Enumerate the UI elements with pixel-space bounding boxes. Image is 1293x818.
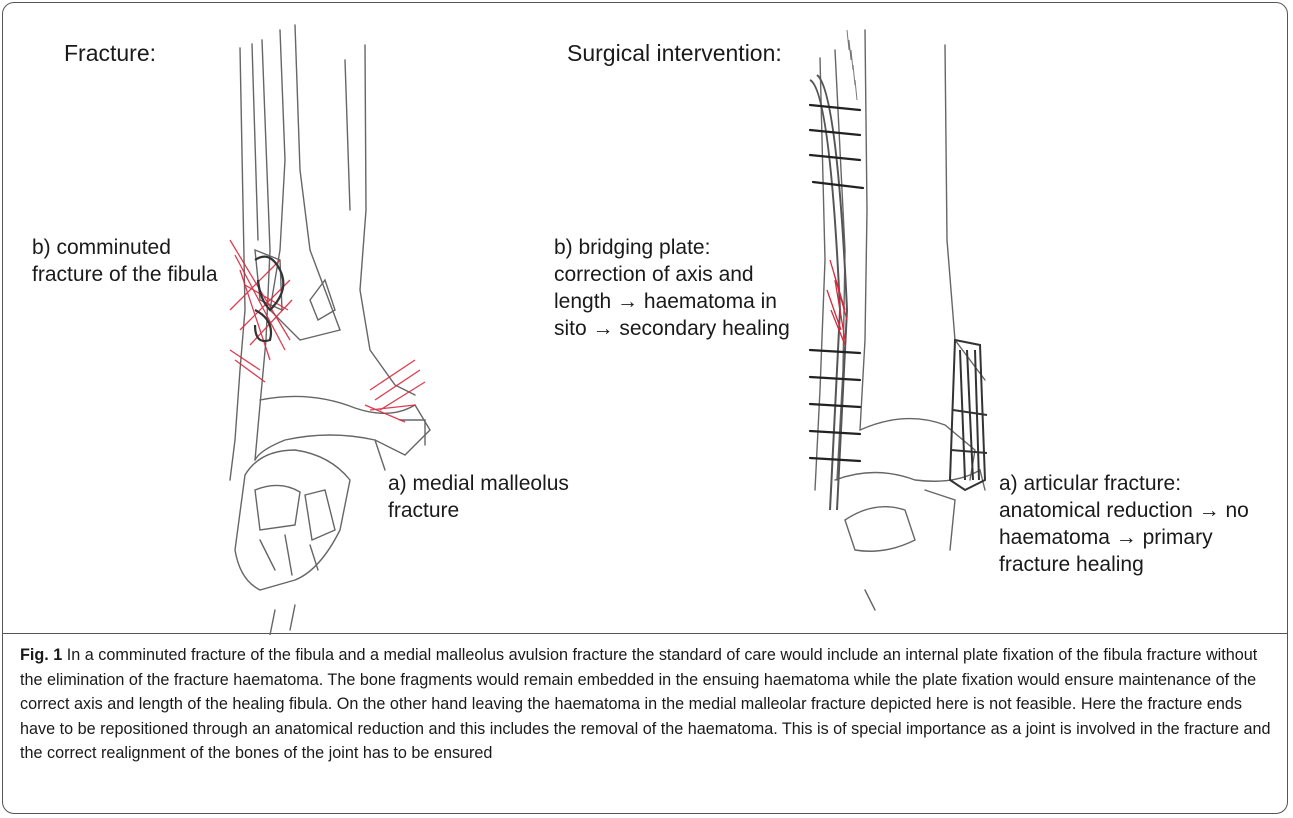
label-line: a) articular fracture: <box>999 470 1249 497</box>
label-line: fracture of the fibula <box>32 261 218 288</box>
label-line: b) bridging plate: <box>554 234 790 261</box>
label-line: fracture <box>388 497 569 524</box>
label-line: sito → secondary healing <box>554 315 790 342</box>
label-comminuted-fibula-fracture: b) comminuted fracture of the fibula <box>32 234 218 288</box>
surgical-intervention-illustration <box>805 10 1015 635</box>
heading-surgical-intervention: Surgical intervention: <box>567 40 782 67</box>
label-line: a) medial malleolus <box>388 470 569 497</box>
label-line: correction of axis and <box>554 261 790 288</box>
label-line: length → haematoma in <box>554 288 790 315</box>
figure-caption: Fig. 1 In a comminuted fracture of the f… <box>20 643 1275 766</box>
label-line: fracture healing <box>999 551 1249 578</box>
label-bridging-plate: b) bridging plate: correction of axis an… <box>554 234 790 342</box>
label-line: anatomical reduction → no <box>999 497 1249 524</box>
label-line: b) comminuted <box>32 234 218 261</box>
fracture-ankle-illustration <box>200 10 520 635</box>
caption-text: In a comminuted fracture of the fibula a… <box>20 646 1270 762</box>
figure-label: Fig. 1 <box>20 646 62 664</box>
label-line: haematoma → primary <box>999 524 1249 551</box>
caption-divider <box>2 633 1288 634</box>
label-articular-fracture: a) articular fracture: anatomical reduct… <box>999 470 1249 578</box>
label-medial-malleolus-fracture: a) medial malleolus fracture <box>388 470 569 524</box>
heading-fracture: Fracture: <box>64 40 156 67</box>
